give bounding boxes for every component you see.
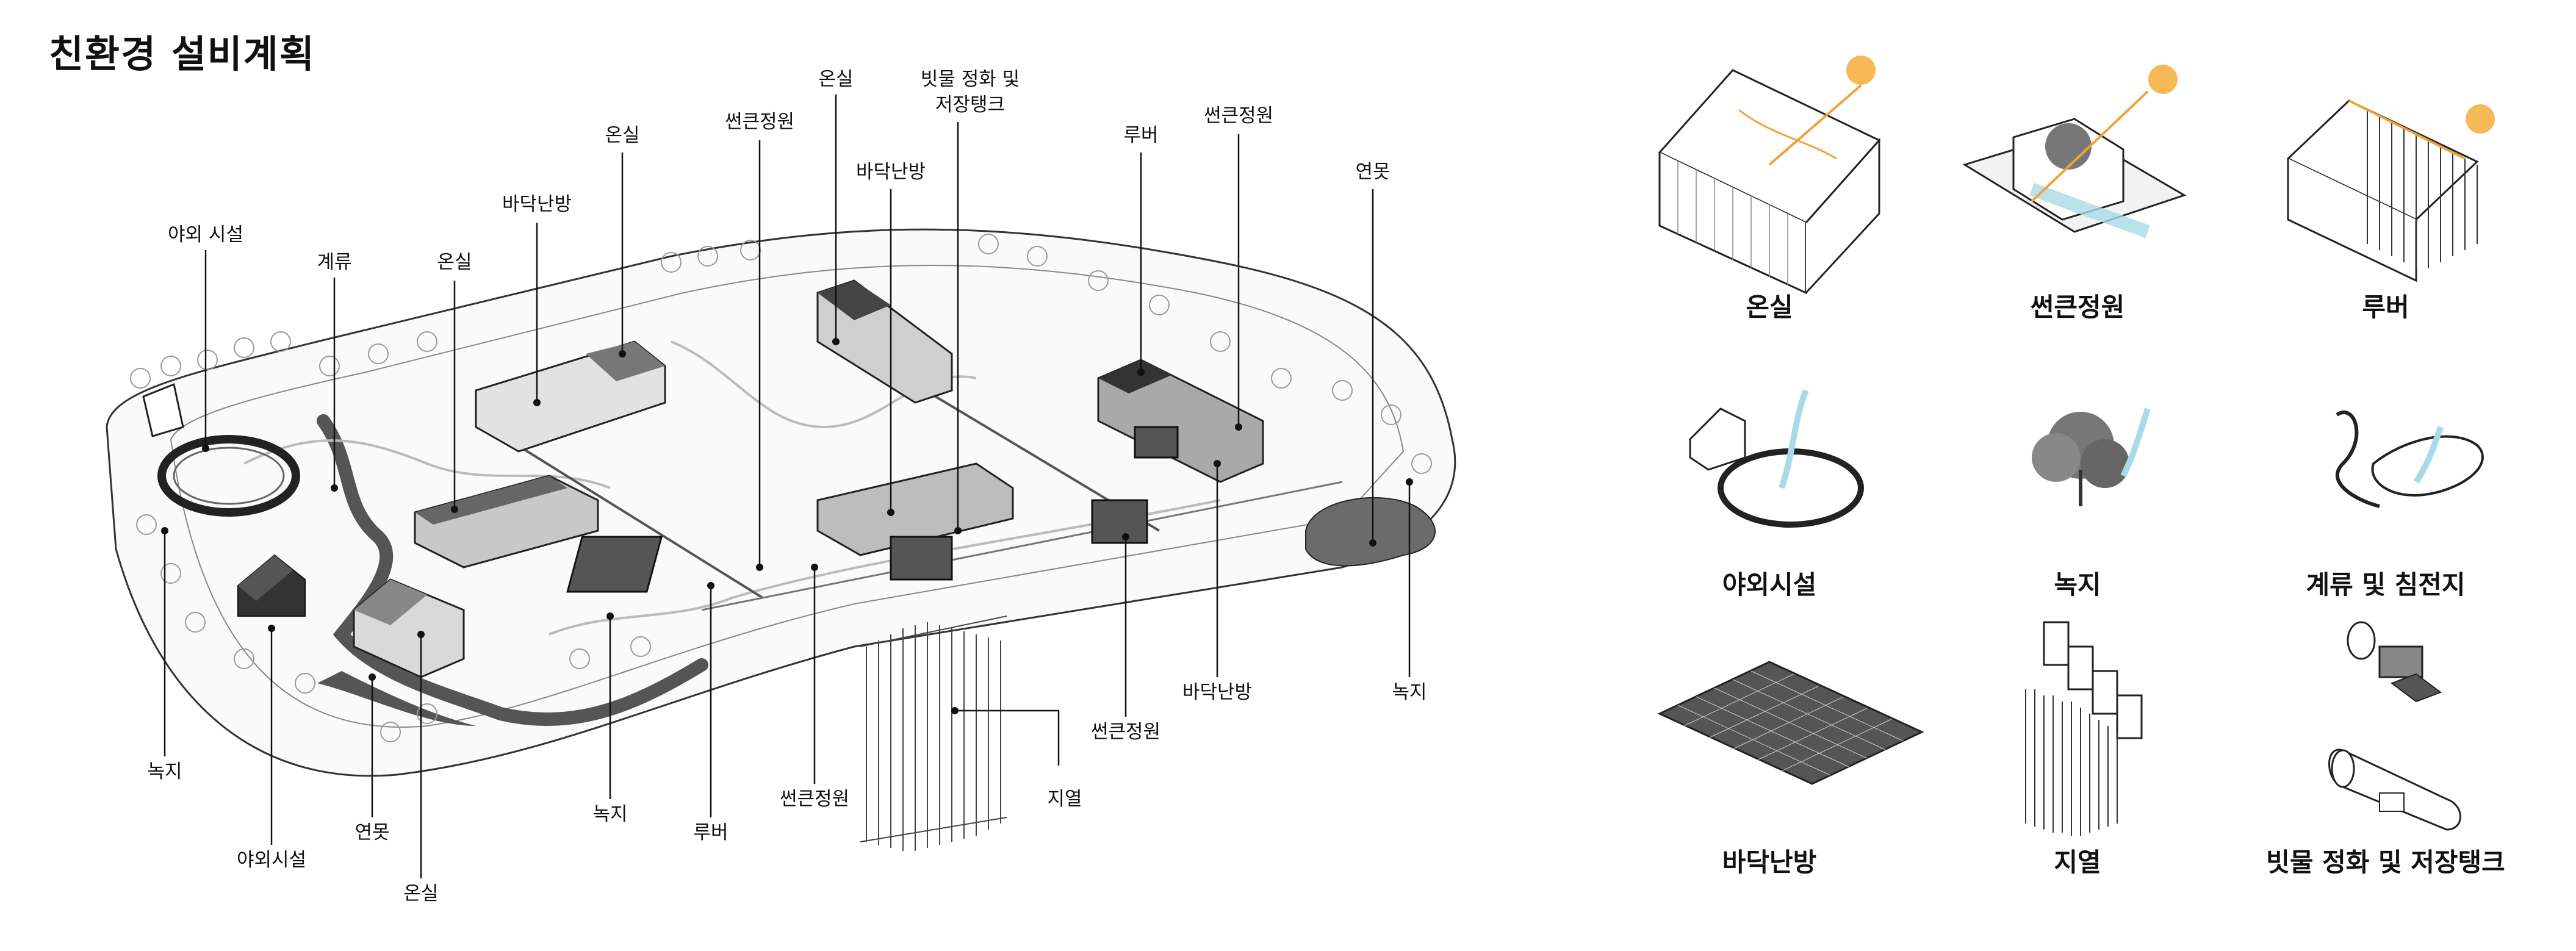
callout-geothermal: 지열 — [1047, 788, 1082, 810]
callout-outdoor-facility: 야외시설 — [236, 849, 307, 871]
callout-greenhouse: 온실 — [403, 883, 439, 905]
inner-boundary — [170, 265, 1405, 728]
sunken-garden-icon — [1962, 65, 2187, 239]
callout-leaders — [164, 95, 1411, 878]
callout-rainwater-1: 빗물 정화 및 — [920, 68, 1020, 90]
legend-label-louver: 루버 — [2362, 292, 2409, 322]
pond-left — [317, 671, 476, 726]
floor-heating-icon — [1657, 661, 1924, 785]
outdoor-ring — [157, 435, 300, 517]
callout-floor-heating: 바닥난방 — [502, 193, 572, 215]
callout-greenhouse: 온실 — [605, 124, 640, 146]
callout-green: 녹지 — [592, 803, 628, 825]
legend-label-rainwater-tank: 빗물 정화 및 저장탱크 — [2266, 847, 2505, 877]
legend-label-outdoor-facility: 야외시설 — [1722, 570, 1817, 600]
greenhouse-bottom-left — [353, 578, 465, 678]
callout-outdoor-facility: 야외 시설 — [168, 224, 243, 246]
callout-greenhouse: 온실 — [437, 251, 472, 273]
callout-louver: 루버 — [1123, 124, 1159, 146]
callout-pond: 연못 — [1355, 161, 1391, 183]
stream-icon — [2336, 411, 2484, 508]
stream-left — [317, 414, 708, 726]
callout-sunken-garden: 썬큰정원 — [779, 788, 850, 810]
greenhouse-icon — [1658, 56, 1881, 295]
callout-rainwater-2: 저장탱크 — [935, 94, 1006, 116]
legend-label-stream: 계류 및 침전지 — [2306, 570, 2466, 600]
rainwater-tank-icon — [2328, 621, 2461, 831]
callout-floor-heating: 바닥난방 — [855, 161, 926, 183]
legend-label-green: 녹지 — [2054, 570, 2101, 600]
callout-green: 녹지 — [1392, 681, 1427, 703]
legend-label-greenhouse: 온실 — [1746, 292, 1793, 322]
legend-label-sunken-garden: 썬큰정원 — [2030, 292, 2125, 322]
pond-right — [1305, 497, 1436, 567]
louver-icon — [2286, 99, 2495, 282]
geothermal-icon — [2025, 621, 2143, 836]
callout-sunken-garden: 썬큰정원 — [1090, 721, 1161, 743]
page-title: 친환경 설비계획 — [49, 32, 315, 76]
geothermal-pipes — [860, 615, 1007, 851]
callout-greenhouse: 온실 — [818, 68, 854, 90]
greenhouse-top-left — [475, 340, 666, 453]
tree-icon — [2032, 407, 2151, 506]
callout-stream: 계류 — [317, 251, 352, 273]
callout-louver: 루버 — [693, 822, 729, 844]
callout-floor-heating: 바닥난방 — [1182, 681, 1253, 703]
callout-sunken-garden: 썬큰정원 — [724, 111, 795, 133]
callout-green: 녹지 — [147, 761, 182, 783]
greenhouse-center — [816, 462, 1014, 556]
legend-label-geothermal: 지열 — [2054, 847, 2101, 877]
legend-label-floor-heating: 바닥난방 — [1722, 847, 1817, 877]
callout-pond: 연못 — [354, 822, 390, 844]
outdoor-facility-icon — [1689, 389, 1864, 528]
callout-sunken-garden: 썬큰정원 — [1203, 105, 1274, 127]
